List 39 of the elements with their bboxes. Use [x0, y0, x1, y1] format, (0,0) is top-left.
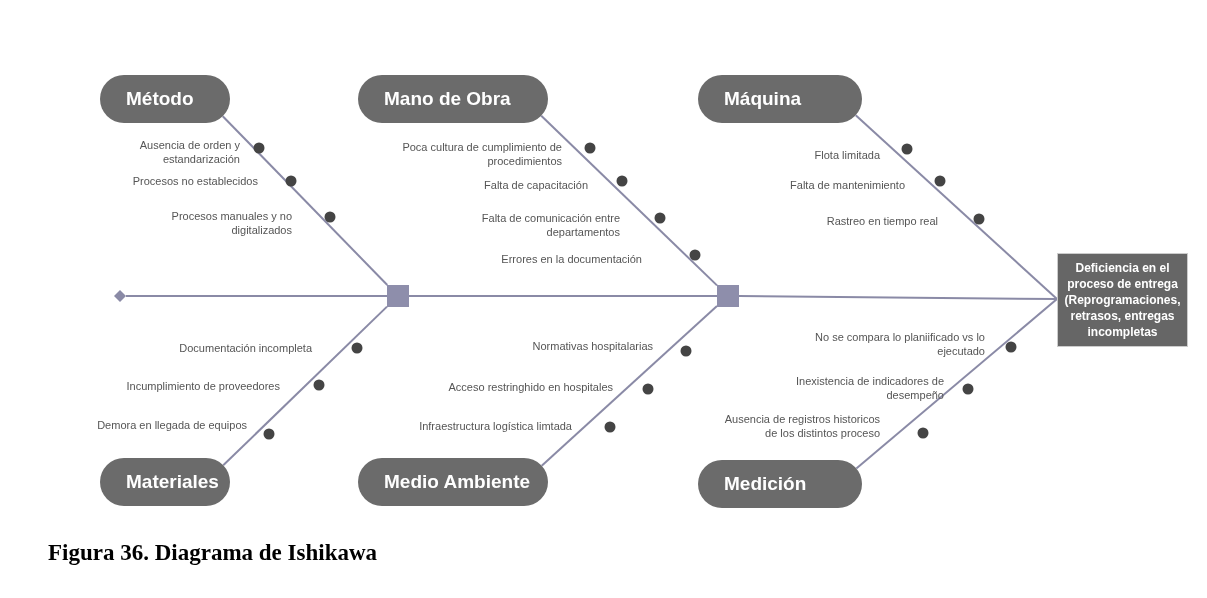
category-header: Medición — [698, 460, 862, 508]
cause-text: Documentación incompleta — [179, 341, 312, 355]
connector-line — [540, 114, 718, 287]
cause-text: No se compara lo planiificado vs lo ejecutado — [814, 330, 985, 358]
cause-text: Poca cultura de cumplimiento de procedimientos — [401, 140, 562, 168]
connector-line — [125, 295, 388, 297]
cause-text: Ausencia de orden y estandarización — [138, 138, 240, 166]
cause-text: Demora en llegada de equipos — [97, 418, 247, 432]
cause-text: Falta de capacitación — [484, 178, 588, 192]
cause-text: Incumplimiento de proveedores — [126, 379, 280, 393]
connector-line — [221, 115, 389, 286]
cause-text: Rastreo en tiempo real — [826, 214, 938, 228]
connector-line — [855, 298, 1058, 470]
connector-line — [540, 305, 718, 467]
connector-line — [408, 295, 718, 297]
category-header: Método — [100, 75, 230, 123]
category-header: Máquina — [698, 75, 862, 123]
category-header: Materiales — [100, 458, 230, 506]
cause-text: Errores en la documentación — [501, 252, 642, 266]
cause-text: Normativas hospitalarias — [532, 339, 653, 353]
cause-text: Inexistencia de indicadores de desempeño — [795, 374, 944, 402]
connector-line — [854, 114, 1058, 300]
connector-line — [222, 305, 388, 467]
cause-text: Procesos manuales y no digitalizados — [170, 209, 292, 237]
connector-line — [738, 295, 1058, 300]
category-header: Mano de Obra — [358, 75, 548, 123]
cause-text: Infraestructura logística limtada — [419, 419, 572, 433]
cause-text: Falta de comunicación entre departamentos — [480, 211, 620, 239]
cause-text: Flota limitada — [814, 148, 880, 162]
cause-text: Acceso restringhido en hospitales — [448, 380, 613, 394]
cause-text: Ausencia de registros historicos de los distintos proceso — [723, 412, 880, 440]
category-header: Medio Ambiente — [358, 458, 548, 506]
cause-text: Falta de mantenimiento — [790, 178, 905, 192]
cause-text: Procesos no establecidos — [132, 174, 258, 188]
figure-caption: Figura 36. Diagrama de Ishikawa — [48, 540, 378, 566]
spine-tail-diamond — [114, 290, 126, 302]
junction-square — [717, 285, 739, 307]
effect-box: Deficiencia en el proceso de entrega (Reprogramaciones, retrasos, entregas incompletas — [1057, 253, 1188, 347]
junction-square — [387, 285, 409, 307]
